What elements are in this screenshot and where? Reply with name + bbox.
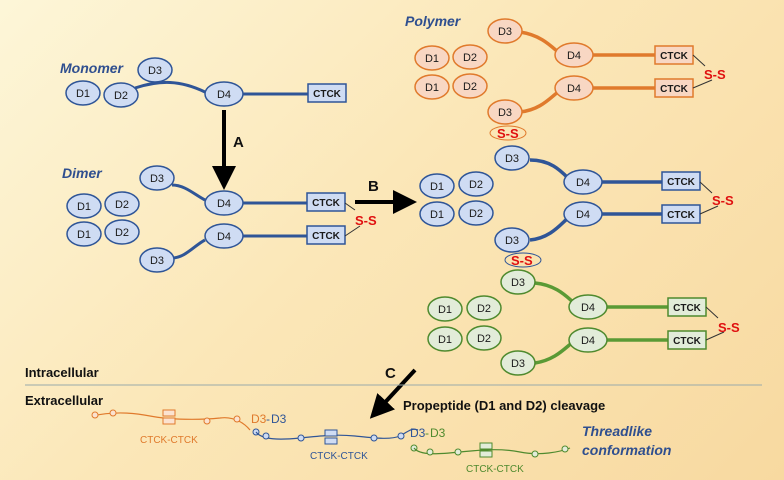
svg-text:D3: D3 <box>148 65 162 77</box>
svg-text:D1: D1 <box>430 181 444 193</box>
polymer-blue-dimer: D1 D2 D1 D2 D3 D3 D4 D4 CTCK CTCK S-S <box>419 145 734 253</box>
blue-ss-bond: S-S <box>712 193 734 208</box>
svg-text:D2: D2 <box>114 90 128 102</box>
monomer: D1 D2 D3 D4 CTCK <box>65 57 347 108</box>
monomer-d1 <box>65 80 101 106</box>
svg-text:D3: D3 <box>498 26 512 38</box>
svg-text:D4: D4 <box>217 89 231 101</box>
svg-text:D2: D2 <box>477 333 491 345</box>
threadlike-green-segment: - D3 CTCK-CTCK <box>410 426 571 475</box>
polymer-orange-dimer: D1 D2 D1 D2 D3 D3 D4 D4 CTCK CTCK S-S <box>414 18 726 125</box>
svg-text:-: - <box>266 412 270 426</box>
threadlike-orange-segment: CTCK-CTCK D3 <box>91 409 267 446</box>
green-ctck-ctck: CTCK-CTCK <box>466 464 524 475</box>
monomer-label: Monomer <box>60 60 125 76</box>
svg-text:D3: D3 <box>511 358 525 370</box>
svg-text:D1: D1 <box>77 201 91 213</box>
monomer-d2 <box>103 82 139 108</box>
polymer-green-dimer: D1 D2 D1 D2 D3 D3 D4 D4 CTCK CTCK S-S <box>427 269 740 376</box>
svg-text:D2: D2 <box>115 199 129 211</box>
svg-text:D1: D1 <box>425 53 439 65</box>
svg-text:D3: D3 <box>150 173 164 185</box>
svg-text:CTCK: CTCK <box>673 336 702 347</box>
svg-text:D2: D2 <box>115 227 129 239</box>
dimer-ss-bond: S-S <box>355 213 377 228</box>
step-a-label: A <box>233 134 244 151</box>
extracellular-label: Extracellular <box>25 393 103 408</box>
svg-text:D2: D2 <box>469 208 483 220</box>
svg-text:D3: D3 <box>430 426 446 440</box>
svg-text:-: - <box>425 426 429 440</box>
svg-text:D3: D3 <box>410 426 426 440</box>
cleavage-label: Propeptide (D1 and D2) cleavage <box>403 398 605 413</box>
svg-text:D3: D3 <box>498 107 512 119</box>
svg-text:CTCK: CTCK <box>312 231 341 242</box>
d3-link-ss-top: S-S <box>497 126 519 141</box>
svg-text:D1: D1 <box>430 209 444 221</box>
svg-text:CTCK: CTCK <box>660 84 689 95</box>
svg-text:CTCK: CTCK <box>667 210 696 221</box>
orange-ss-bond: S-S <box>704 67 726 82</box>
svg-text:CTCK: CTCK <box>313 89 342 100</box>
monomer-d4 <box>204 81 244 107</box>
svg-text:D1: D1 <box>77 229 91 241</box>
svg-text:D1: D1 <box>76 88 90 100</box>
svg-text:D3: D3 <box>271 412 287 426</box>
svg-text:D4: D4 <box>567 83 581 95</box>
blue-ctck-ctck: CTCK-CTCK <box>310 451 368 462</box>
step-b-label: B <box>368 178 379 195</box>
svg-text:D2: D2 <box>463 52 477 64</box>
threadlike-blue-segment: - D3 CTCK-CTCK D3 <box>252 412 426 462</box>
svg-text:D3: D3 <box>511 277 525 289</box>
d3-link-ss-bottom: S-S <box>511 253 533 268</box>
svg-text:D1: D1 <box>425 82 439 94</box>
dimer: D1 D2 D1 D2 D3 D3 D4 D4 CTCK CTCK S-S <box>66 165 377 273</box>
polymer-label: Polymer <box>405 13 462 29</box>
monomer-d3 <box>137 57 173 83</box>
svg-text:D3: D3 <box>505 153 519 165</box>
svg-text:D4: D4 <box>217 198 231 210</box>
svg-text:CTCK: CTCK <box>660 51 689 62</box>
svg-text:D1: D1 <box>438 304 452 316</box>
svg-text:CTCK: CTCK <box>312 198 341 209</box>
svg-text:CTCK: CTCK <box>673 303 702 314</box>
step-c-label: C <box>385 365 396 382</box>
svg-text:D2: D2 <box>469 179 483 191</box>
svg-text:D4: D4 <box>217 231 231 243</box>
svg-text:D4: D4 <box>576 177 590 189</box>
intracellular-label: Intracellular <box>25 365 99 380</box>
svg-text:D3: D3 <box>505 235 519 247</box>
svg-text:D3: D3 <box>150 255 164 267</box>
svg-text:D4: D4 <box>576 209 590 221</box>
monomer-ctck <box>307 83 347 103</box>
svg-text:D3: D3 <box>251 412 267 426</box>
orange-ctck-ctck: CTCK-CTCK <box>140 435 198 446</box>
svg-text:D1: D1 <box>438 334 452 346</box>
svg-text:D4: D4 <box>567 50 581 62</box>
arrow-c <box>369 368 417 419</box>
svg-text:D4: D4 <box>581 335 595 347</box>
svg-text:D2: D2 <box>463 81 477 93</box>
svg-text:CTCK: CTCK <box>667 177 696 188</box>
dimer-label: Dimer <box>62 165 103 181</box>
green-ss-bond: S-S <box>718 320 740 335</box>
threadlike-label-2: conformation <box>582 442 671 458</box>
threadlike-label-1: Threadlike <box>582 423 652 439</box>
svg-text:D4: D4 <box>581 302 595 314</box>
svg-text:D2: D2 <box>477 303 491 315</box>
